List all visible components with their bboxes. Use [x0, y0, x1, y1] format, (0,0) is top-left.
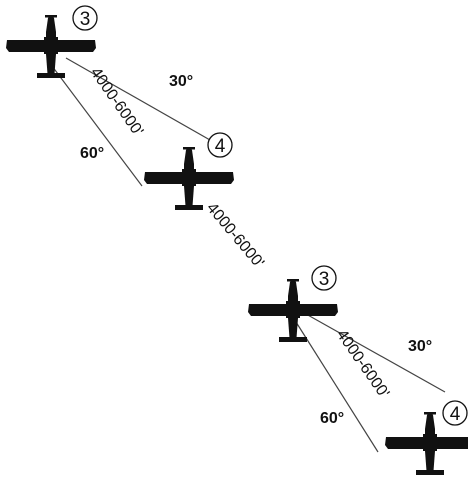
number-text: 4 [215, 136, 226, 157]
aircraft-number-2: 4 [207, 132, 233, 158]
angle-label-30-lower: 30° [408, 338, 432, 355]
number-circle-icon [442, 400, 468, 426]
aircraft-number-3: 3 [311, 265, 337, 291]
aircraft-number-4: 4 [442, 400, 468, 426]
angle-label-30-upper: 30° [169, 73, 193, 90]
distance-label-middle: 4000-6000' [203, 200, 267, 272]
aircraft-numbers: 3 4 3 4 [72, 5, 468, 426]
angle-label-60-lower: 60° [320, 410, 344, 427]
distance-label-lower: 4000-6000' [333, 327, 393, 402]
number-circle-icon [72, 5, 98, 31]
line-30deg-upper [65, 57, 211, 141]
number-text: 3 [80, 9, 91, 30]
aircraft-number-1: 3 [72, 5, 98, 31]
line-60deg-upper [51, 65, 143, 187]
angle-label-60-upper: 60° [80, 145, 104, 162]
number-text: 3 [319, 269, 330, 290]
line-60deg-lower [295, 321, 379, 453]
number-circle-icon [207, 132, 233, 158]
number-text: 4 [450, 404, 461, 425]
distance-label-upper: 4000-6000' [87, 65, 147, 140]
sight-lines [51, 57, 446, 453]
distance-labels: 4000-6000' 4000-6000' 4000-6000' [87, 65, 393, 402]
number-circle-icon [311, 265, 337, 291]
angle-labels: 30° 60° 30° 60° [80, 73, 432, 427]
line-30deg-lower [305, 313, 446, 393]
